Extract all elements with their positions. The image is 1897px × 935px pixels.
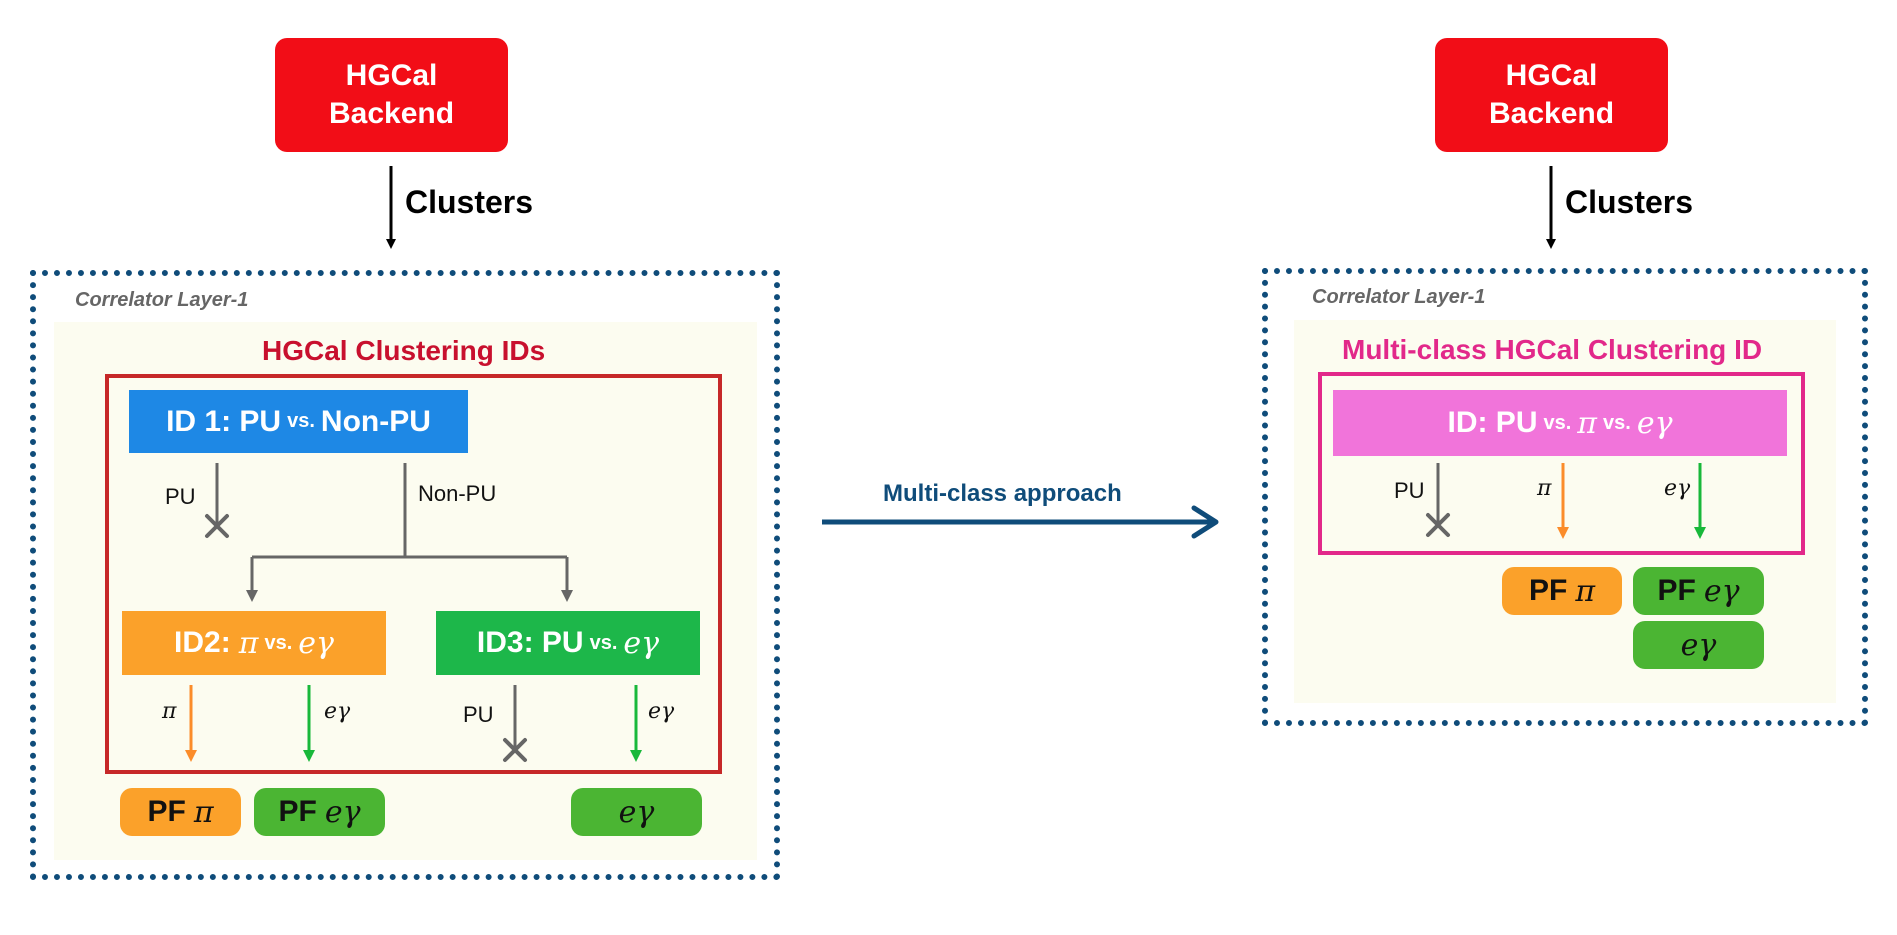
left-eg-sym: eγ — [618, 794, 655, 830]
left-backend-line1: HGCal — [345, 59, 438, 92]
id3-eg: eγ — [623, 625, 660, 661]
id1-vs: vs. — [287, 410, 315, 432]
right-id-frame — [1318, 372, 1805, 555]
right-correlator-label: Correlator Layer-1 — [1312, 286, 1486, 308]
right-backend-line1: HGCal — [1505, 59, 1598, 92]
pi-label-id2: π — [162, 699, 177, 724]
pu-label-top: PU — [165, 484, 196, 509]
non-pu-label: Non-PU — [418, 481, 497, 506]
left-backend-line2: Backend — [328, 97, 455, 130]
right-eg-pill: eγ — [1633, 621, 1764, 669]
right-backend-line2: Backend — [1488, 97, 1615, 130]
id1-pu-reject-icon — [205, 514, 229, 538]
left-pf-eg-sym: eγ — [324, 794, 361, 830]
multi-id-vs1: vs. — [1543, 411, 1572, 434]
multi-class-approach-label: Multi-class approach — [883, 480, 1122, 507]
right-pf-pi-sym: π — [1575, 573, 1596, 609]
id3-box: ID3: PU vs. eγ — [436, 611, 700, 675]
right-eg-label: eγ — [1664, 476, 1691, 501]
left-pf-pi-sym: π — [193, 794, 214, 830]
right-pi-label: π — [1537, 476, 1552, 501]
id3-pu-reject-icon — [503, 738, 527, 762]
right-multi-title: Multi-class HGCal Clustering ID — [1342, 334, 1763, 365]
left-ids-frame — [105, 374, 722, 774]
left-eg-pill: eγ — [571, 788, 702, 836]
left-pf-eg-prefix: PF — [278, 795, 317, 828]
right-correlator-border — [1262, 268, 1868, 726]
right-pf-pi-pill: PF π — [1502, 567, 1622, 615]
id3-prefix: ID3: PU — [476, 626, 584, 659]
eg-label-id3: eγ — [648, 699, 675, 724]
right-pu-label: PU — [1394, 478, 1425, 503]
non-pu-tree-lines — [252, 463, 567, 559]
right-pf-eg-sym: eγ — [1703, 573, 1740, 609]
eg-label-id2: eγ — [324, 699, 351, 724]
id1-box: ID 1: PU vs. Non-PU — [129, 390, 468, 453]
multi-id-prefix: ID: PU — [1447, 406, 1538, 439]
id2-eg: eγ — [298, 625, 334, 661]
left-pf-eg-pill: PF eγ — [254, 788, 385, 836]
id1-suffix: Non-PU — [320, 404, 431, 438]
multi-class-arrow — [822, 505, 1219, 539]
id2-pi: π — [238, 625, 259, 661]
left-ids-title: HGCal Clustering IDs — [262, 335, 546, 366]
right-pf-eg-pill: PF eγ — [1633, 567, 1764, 615]
multi-id-box: ID: PU vs. π vs. eγ — [1333, 390, 1787, 456]
pu-label-id3: PU — [463, 702, 494, 727]
multi-id-eg: eγ — [1636, 405, 1673, 441]
right-backend-box: HGCal Backend — [1435, 38, 1668, 152]
left-correlator-label: Correlator Layer-1 — [75, 289, 249, 311]
id3-vs: vs. — [589, 631, 618, 654]
id2-vs: vs. — [264, 631, 293, 654]
multi-id-pi: π — [1577, 405, 1598, 441]
left-backend-box: HGCal Backend — [275, 38, 508, 152]
right-clusters-label: Clusters — [1565, 184, 1694, 220]
left-correlator-border — [30, 270, 780, 880]
id1-prefix: ID 1: PU — [166, 404, 282, 438]
right-pu-reject-icon — [1426, 513, 1450, 537]
multi-id-vs2: vs. — [1603, 411, 1631, 434]
id2-box: ID2: π vs. eγ — [122, 611, 386, 675]
right-pf-eg-prefix: PF — [1657, 574, 1696, 607]
left-pf-pi-pill: PF π — [120, 788, 241, 836]
right-eg-sym: eγ — [1680, 627, 1717, 663]
right-pf-pi-prefix: PF — [1528, 574, 1568, 607]
left-pf-pi-prefix: PF — [147, 795, 186, 828]
id2-prefix: ID2: — [174, 626, 231, 659]
left-clusters-label: Clusters — [405, 184, 534, 220]
